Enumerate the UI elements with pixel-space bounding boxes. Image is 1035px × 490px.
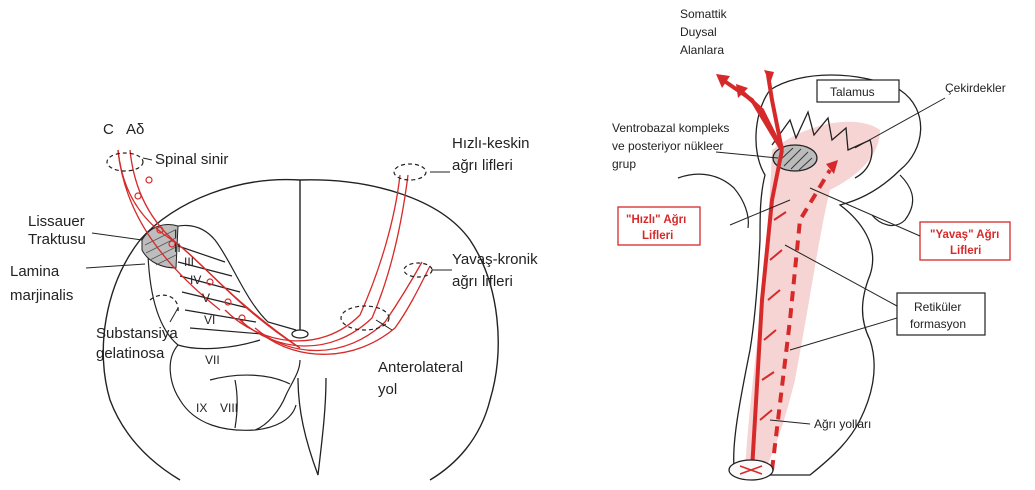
label-talamus: Talamus: [830, 85, 875, 99]
label-spinal-sinir: Spinal sinir: [155, 151, 228, 168]
lamina-viii: VIII: [220, 401, 238, 415]
central-canal: [292, 330, 308, 338]
label-retikuler-1: Retiküler: [914, 300, 961, 314]
label-retikuler-2: formasyon: [910, 317, 966, 331]
label-hizli-agri-1: "Hızlı" Ağrı: [626, 214, 686, 226]
label-yavas-agri-1: "Yavaş" Ağrı: [930, 229, 999, 241]
anterior-median-fissure: [298, 378, 326, 475]
label-yavas-1: Yavaş-kronik: [452, 251, 538, 268]
label-lissauer-1: Lissauer: [28, 213, 85, 230]
label-somattik-3: Alanlara: [680, 43, 724, 57]
label-lissauer-2: Traktusu: [28, 231, 86, 248]
label-lamina-2: marjinalis: [10, 287, 73, 304]
lamina-vi: VI: [204, 313, 215, 327]
label-lamina-1: Lamina: [10, 263, 60, 280]
label-agri-yollari: Ağrı yolları: [814, 417, 871, 431]
label-substansiya-1: Substansiya: [96, 325, 178, 342]
lamina-ix: IX: [196, 401, 207, 415]
lamina-vii: VII: [205, 353, 220, 367]
label-yavas-agri-2: Lifleri: [950, 245, 981, 257]
ascending-fibers: [225, 175, 430, 354]
fiber-type-a-delta: Aδ: [126, 121, 144, 138]
label-hizli-2: ağrı lifleri: [452, 157, 513, 174]
lamina-i: I: [174, 227, 177, 241]
lamina-iii: III: [184, 255, 194, 269]
lamina-ii: II: [174, 241, 181, 255]
label-somattik-1: Somattik: [680, 7, 728, 21]
label-ventrobazal-1: Ventrobazal kompleks: [612, 121, 729, 135]
ventral-horn: [170, 345, 300, 430]
fiber-type-c: C: [103, 121, 114, 138]
label-hizli-agri-2: Lifleri: [642, 230, 673, 242]
spinal-nerve-bundle: [107, 153, 143, 171]
brainstem-panel: Somattik Duysal Alanlara Talamus Çekirde…: [612, 7, 1010, 480]
lamina-iv: IV: [190, 273, 201, 287]
label-anterolateral-2: yol: [378, 381, 397, 398]
label-yavas-2: ağrı lifleri: [452, 273, 513, 290]
label-cekirdekler: Çekirdekler: [945, 81, 1006, 95]
label-ventrobazal-2: ve posteriyor nükleer: [612, 139, 723, 153]
lamina-v: V: [202, 291, 210, 305]
label-hizli-1: Hızlı-keskin: [452, 135, 530, 152]
anterolateral-bundle: [341, 306, 389, 330]
label-ventrobazal-3: grup: [612, 157, 636, 171]
label-somattik-2: Duysal: [680, 25, 717, 39]
label-anterolateral-1: Anterolateral: [378, 359, 463, 376]
label-substansiya-2: gelatinosa: [96, 345, 165, 362]
fast-fiber-bundle: [394, 164, 426, 180]
spinal-cord-panel: C Aδ Spinal sinir Lissauer Traktusu Lami…: [10, 121, 538, 480]
